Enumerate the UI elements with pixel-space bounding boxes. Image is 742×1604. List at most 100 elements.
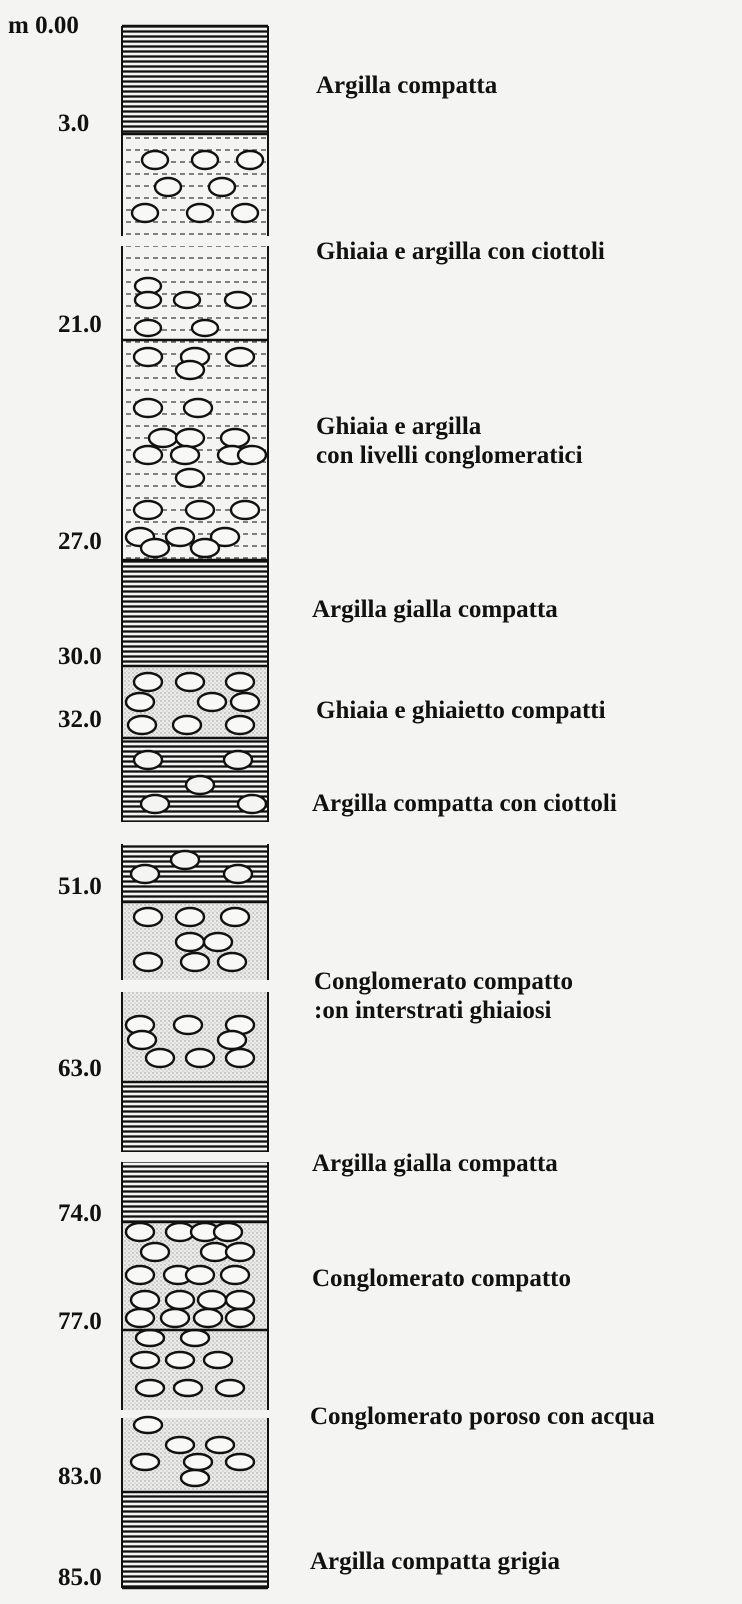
description-line: Ghiaia e argilla [316,413,482,440]
pebble [236,793,268,815]
description-line: Ghiaia e ghiaietto compatti [316,697,606,724]
pebble [132,951,164,973]
description-line: Argilla gialla compatta [312,596,558,623]
layer-clay-bottom [122,1492,268,1588]
pebble [133,290,163,310]
pebble [224,346,256,368]
description-line: Conglomerato poroso con acqua [310,1403,655,1430]
pebble [164,1350,196,1370]
pebble [132,1415,164,1435]
pebble [219,906,251,928]
layer-description: Argilla compatta [316,72,497,101]
pebble [134,1378,166,1398]
depth-label: 63.0 [58,1055,102,1082]
pebble [124,1221,156,1243]
pebble [130,202,160,224]
depth-label: 51.0 [58,873,102,900]
pebble [174,931,206,953]
pebble [172,290,202,310]
pebble [223,290,253,310]
pebble [229,691,261,713]
pebble [172,1378,204,1398]
layer-description: Conglomerato compatto:on interstrati ghi… [314,968,573,1026]
depth-label: 74.0 [58,1200,102,1227]
pebble [164,1435,196,1455]
layer-description: Argilla gialla compatta [312,596,558,625]
description-line: Argilla compatta grigia [310,1548,560,1575]
pebble [126,1029,158,1051]
pebble [212,1221,244,1243]
pebble [124,1307,156,1329]
pebble [132,346,164,368]
description-line: Ghiaia e argilla con ciottoli [316,238,605,265]
pebble [164,526,196,548]
pebble [192,1307,224,1329]
depth-label: 77.0 [58,1308,102,1335]
pebble [139,537,171,559]
pebble [129,1452,161,1472]
pebble [219,427,251,449]
description-line: Conglomerato compatto [314,968,573,995]
pebble [132,906,164,928]
pebble [235,149,265,171]
pebble [216,951,248,973]
pebble [124,691,156,713]
pebble [139,793,171,815]
pebble [216,1029,248,1051]
pebble [174,427,206,449]
layer-clay-top [122,26,268,134]
pebble [184,1264,216,1286]
pebble [174,906,206,928]
pebble [132,671,164,693]
pebble [182,1452,214,1472]
pebble [224,1452,256,1472]
depth-label: 30.0 [58,643,102,670]
pebble [164,1289,196,1311]
pebble [224,1047,256,1069]
pebble [189,537,221,559]
description-line: Argilla compatta [316,72,498,99]
pebble [169,444,201,466]
layer-clay-yellow [122,560,268,666]
pebble [224,1289,256,1311]
pebble [139,1241,171,1263]
pebble [174,671,206,693]
pebble [129,1350,161,1370]
pebble [182,397,214,419]
depth-label: 85.0 [58,1564,102,1591]
pebble [174,359,206,381]
pebble [124,1264,156,1286]
pebble [132,749,164,771]
pebble [196,691,228,713]
layer-description: Argilla compatta grigia [310,1548,560,1577]
description-line: Argilla gialla compatta [312,1150,558,1177]
pebble [196,1289,228,1311]
pebble [140,149,170,171]
pebble [132,397,164,419]
layer-description: Argilla compatta con ciottoli [312,790,617,819]
description-line: Argilla compatta con ciottoli [312,790,617,817]
pebble [222,749,254,771]
depth-label: m 0.00 [8,12,79,39]
pebble [132,444,164,466]
pebble [159,1307,191,1329]
description-line: Conglomerato compatto [312,1265,571,1292]
layer-description: Conglomerato poroso con acqua [310,1403,655,1432]
layer-description: Ghiaia e ghiaietto compatti [316,697,606,726]
depth-label: 27.0 [58,528,102,555]
pebble [230,202,260,224]
pebble [224,1241,256,1263]
pebble [209,526,241,548]
pebble [126,714,158,736]
pebble [147,427,179,449]
pebble [129,1289,161,1311]
pebble [174,467,206,489]
depth-label: 3.0 [58,110,90,137]
pebble [224,1307,256,1329]
pebble [184,1047,216,1069]
pebble [184,774,216,796]
pebble [214,1378,246,1398]
pebble [184,499,216,521]
